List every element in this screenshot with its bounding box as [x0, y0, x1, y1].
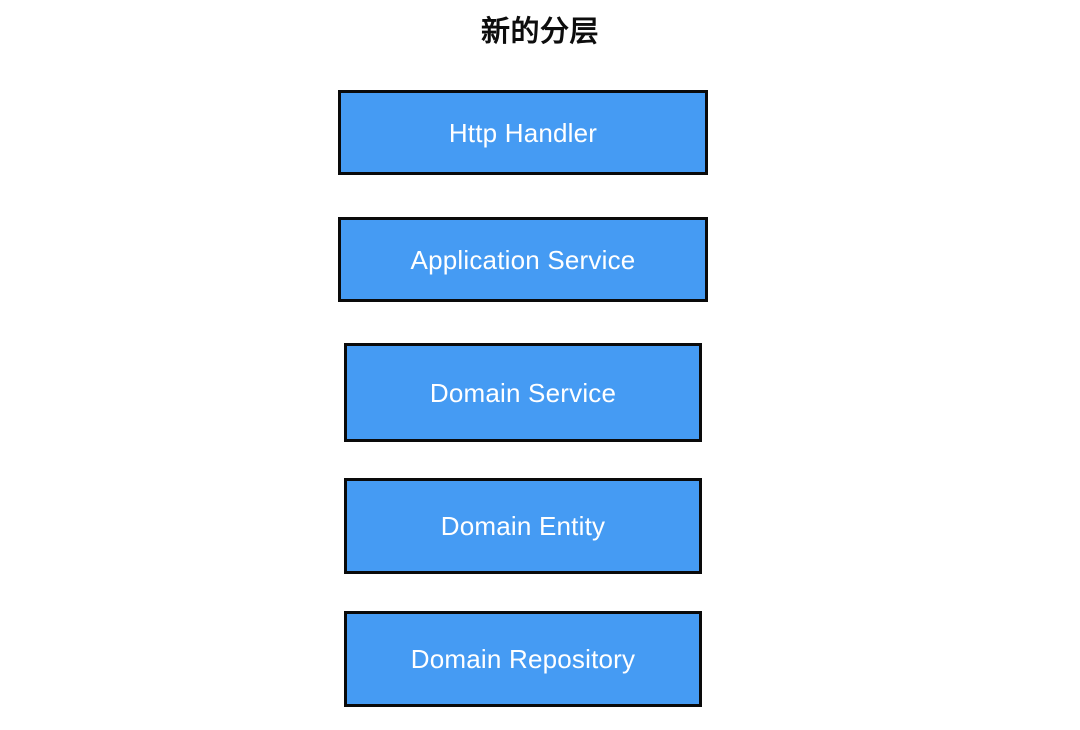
layer-label: Application Service — [410, 244, 636, 275]
layer-label: Domain Service — [429, 377, 617, 408]
layer-box-domain-repository: Domain Repository — [344, 611, 702, 707]
layer-box-domain-entity: Domain Entity — [344, 478, 702, 574]
layer-label: Http Handler — [448, 117, 598, 148]
layer-label: Domain Repository — [410, 644, 636, 674]
layer-box-http-handler: Http Handler — [338, 90, 708, 175]
layer-box-domain-service: Domain Service — [344, 343, 702, 442]
layer-box-application-service: Application Service — [338, 217, 708, 302]
page-title: 新的分层 — [480, 14, 599, 48]
layer-label: Domain Entity — [440, 511, 606, 541]
